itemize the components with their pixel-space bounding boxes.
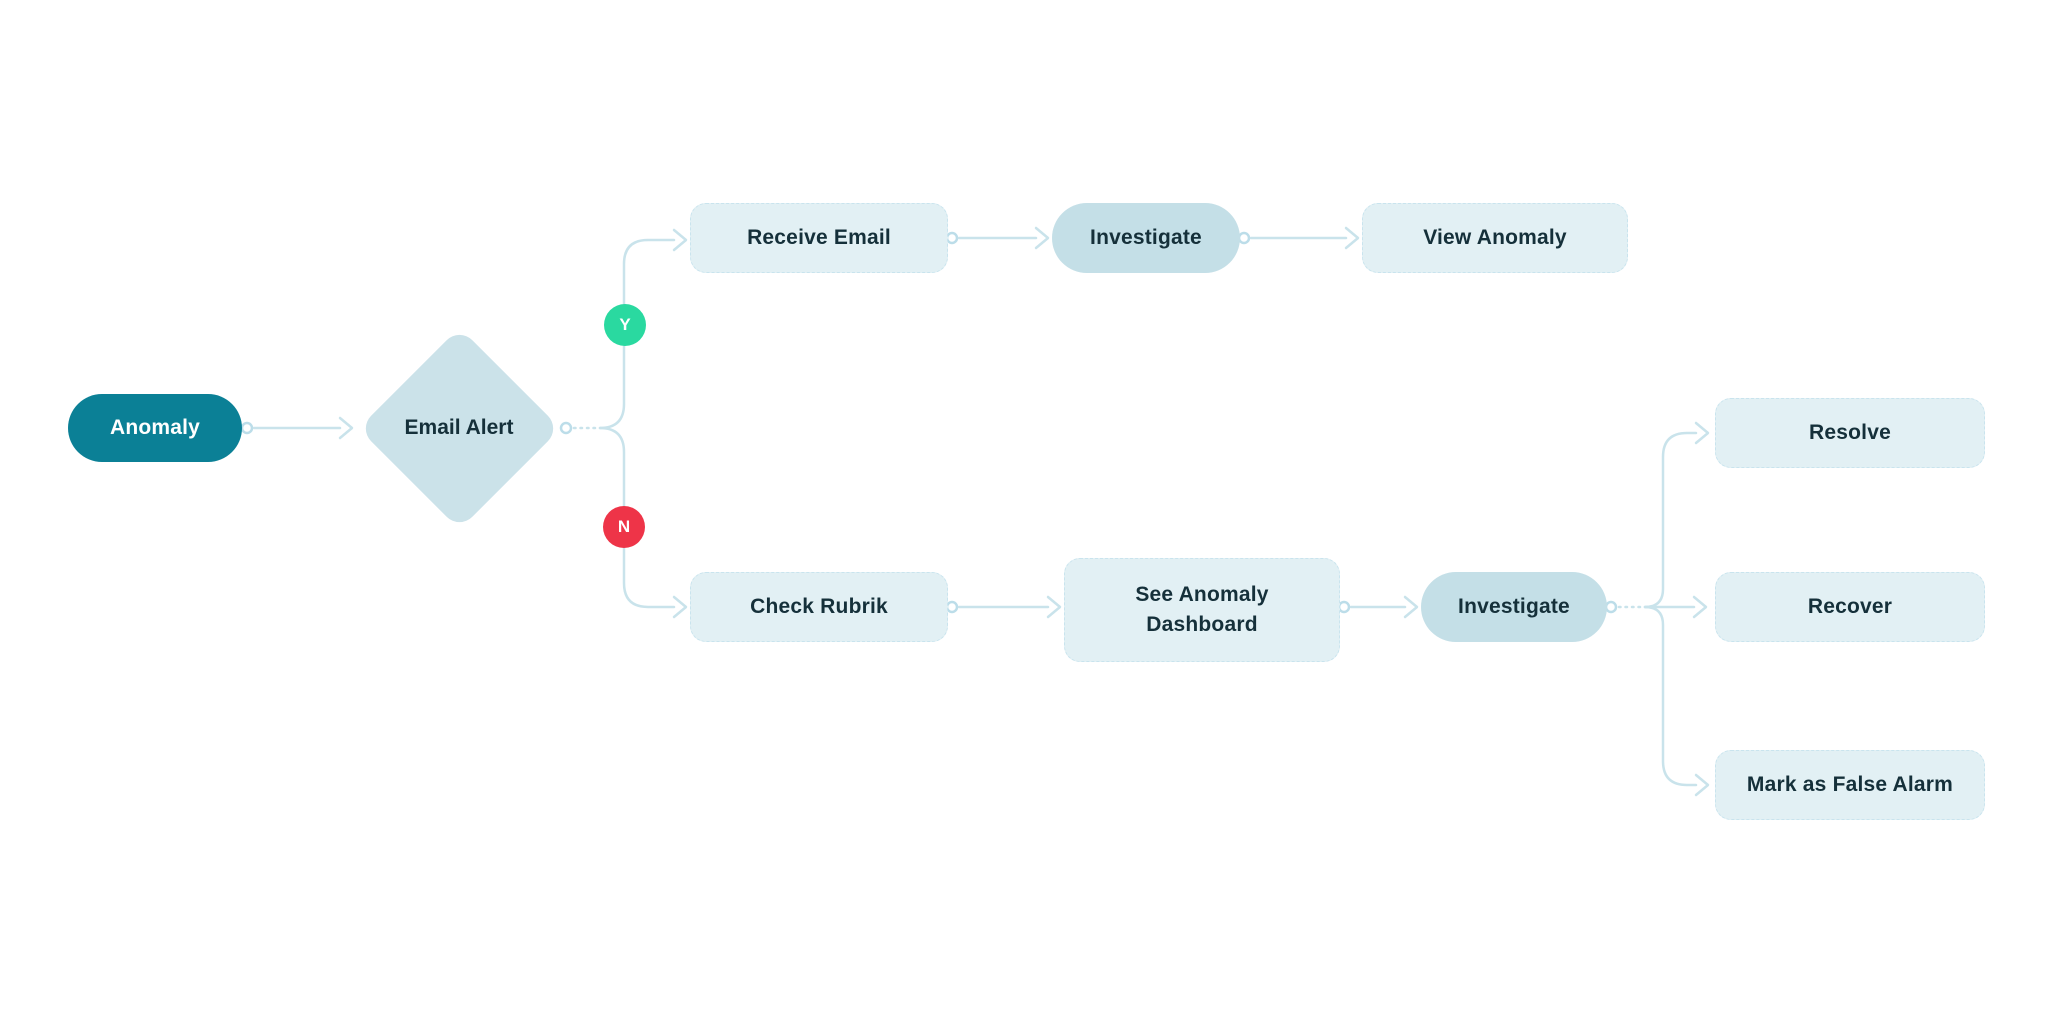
- connector-port: [1237, 231, 1251, 245]
- connector-port: [1337, 600, 1351, 614]
- node-see-anomaly-dashboard[interactable]: See Anomaly Dashboard: [1064, 558, 1340, 662]
- arrowhead-icon: [338, 416, 354, 440]
- arrowhead-icon: [1692, 595, 1708, 619]
- edge-email-alert-yes-to-receive-email: [598, 228, 688, 430]
- node-recover-label: Recover: [1807, 595, 1893, 618]
- node-investigate-bottom[interactable]: Investigate: [1421, 572, 1607, 642]
- node-receive-email-label: Receive Email: [747, 226, 891, 249]
- arrowhead-icon: [1344, 226, 1360, 250]
- arrowhead-icon: [1403, 595, 1419, 619]
- email-alert-out-port: [559, 421, 602, 435]
- yes-branch-badge: Y: [604, 304, 646, 346]
- node-anomaly[interactable]: Anomaly: [68, 394, 242, 462]
- node-view-anomaly[interactable]: View Anomaly: [1362, 203, 1628, 273]
- node-investigate-bottom-label: Investigate: [1458, 595, 1570, 618]
- node-check-rubrik[interactable]: Check Rubrik: [690, 572, 948, 642]
- yes-branch-label: Y: [619, 315, 631, 334]
- edge-dashboard-to-investigate: [1337, 595, 1419, 619]
- node-investigate-top-label: Investigate: [1090, 226, 1202, 249]
- edge-investigate-to-resolve: [1643, 421, 1710, 609]
- edge-receive-email-to-investigate: [945, 226, 1050, 250]
- arrowhead-icon: [672, 228, 688, 252]
- node-recover[interactable]: Recover: [1715, 572, 1985, 642]
- node-investigate-top[interactable]: Investigate: [1052, 203, 1240, 273]
- node-resolve[interactable]: Resolve: [1715, 398, 1985, 468]
- edge-investigate-to-mark-false-alarm: [1643, 605, 1710, 797]
- arrowhead-icon: [1034, 226, 1050, 250]
- edge-investigate-to-recover: [1643, 595, 1708, 619]
- node-mark-as-false-alarm-label: Mark as False Alarm: [1746, 773, 1954, 796]
- connector-port: [240, 421, 254, 435]
- no-branch-badge: N: [603, 506, 645, 548]
- node-check-rubrik-label: Check Rubrik: [750, 595, 888, 618]
- node-resolve-label: Resolve: [1809, 421, 1891, 444]
- investigate-out-port: [1604, 600, 1647, 614]
- arrowhead-icon: [1694, 421, 1710, 445]
- node-email-alert-label: Email Alert: [404, 416, 514, 439]
- node-receive-email[interactable]: Receive Email: [690, 203, 948, 273]
- arrowhead-icon: [1694, 773, 1710, 797]
- edge-check-rubrik-to-dashboard: [945, 595, 1062, 619]
- no-branch-label: N: [617, 517, 631, 536]
- connector-port: [945, 600, 959, 614]
- arrowhead-icon: [672, 595, 688, 619]
- edge-investigate-to-view-anomaly: [1237, 226, 1360, 250]
- node-anomaly-label: Anomaly: [109, 416, 201, 439]
- connector-port: [559, 421, 573, 435]
- connector-port: [945, 231, 959, 245]
- edge-anomaly-to-email-alert: [240, 416, 354, 440]
- arrowhead-icon: [1046, 595, 1062, 619]
- node-view-anomaly-label: View Anomaly: [1423, 226, 1567, 249]
- node-see-anomaly-dashboard-label: See Anomaly Dashboard: [1135, 582, 1269, 636]
- edge-email-alert-no-to-check-rubrik: [598, 426, 688, 619]
- connector-port: [1604, 600, 1618, 614]
- node-mark-as-false-alarm[interactable]: Mark as False Alarm: [1715, 750, 1985, 820]
